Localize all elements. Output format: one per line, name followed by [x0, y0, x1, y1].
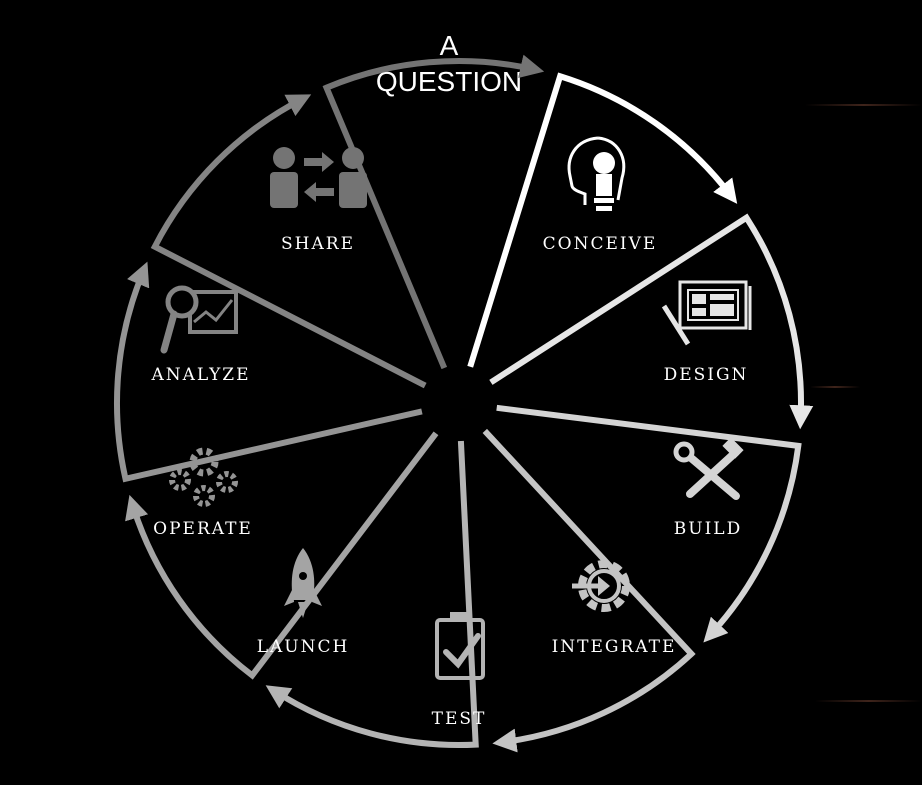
title-line-1: A — [439, 30, 459, 61]
lightbulb-head-icon — [567, 136, 626, 211]
gear-arrow-icon — [572, 560, 630, 612]
stage-label-test: TEST — [432, 709, 487, 729]
cycle-labels: CONCEIVE DESIGN BUILD INTEGRATE TEST LAU… — [150, 234, 749, 729]
stage-label-launch: LAUNCH — [257, 637, 350, 657]
title-line-2: QUESTION — [375, 66, 523, 97]
people-exchange-icon — [270, 147, 367, 208]
segment-conceive — [467, 72, 738, 368]
tools-icon — [673, 437, 744, 500]
segment-integrate — [482, 428, 696, 753]
stage-label-design: DESIGN — [664, 365, 749, 385]
center-hub — [425, 369, 493, 437]
stage-label-operate: OPERATE — [153, 519, 253, 539]
stage-label-share: SHARE — [281, 234, 355, 254]
decorative-streak — [810, 386, 860, 388]
segment-test — [265, 440, 479, 749]
stage-label-integrate: INTEGRATE — [552, 637, 677, 657]
cycle-segments — [113, 54, 814, 753]
clipboard-check-icon — [435, 612, 485, 680]
stage-label-build: BUILD — [674, 519, 742, 539]
decorative-streak — [805, 104, 922, 106]
magnifier-chart-icon — [160, 285, 238, 354]
segment-operate — [113, 261, 423, 483]
segment-launch — [125, 431, 439, 680]
segment-build — [496, 404, 802, 643]
blueprint-icon — [661, 280, 752, 346]
segment-share — [322, 54, 545, 370]
stage-label-analyze: ANALYZE — [150, 365, 250, 385]
gears-icon — [169, 447, 238, 507]
rocket-icon — [284, 548, 322, 618]
segment-analyze — [150, 94, 427, 389]
diagram-title: A QUESTION — [349, 28, 549, 100]
decorative-streak — [815, 700, 922, 702]
stage-label-conceive: CONCEIVE — [543, 234, 658, 254]
segment-design — [489, 213, 814, 430]
